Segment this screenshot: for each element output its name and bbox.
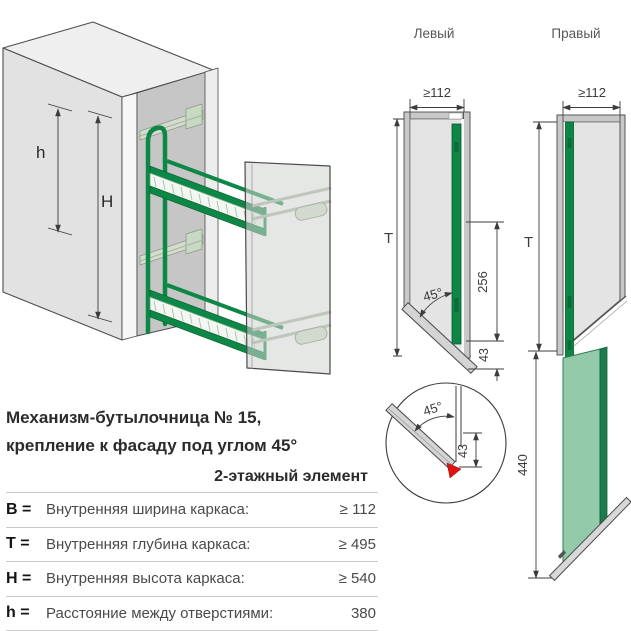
dim-H-label: H <box>101 192 113 211</box>
basket-tier-lower <box>149 283 284 361</box>
left-side-view: Левый ≥112 T 45° 256 43 <box>384 26 504 381</box>
dim-43-view-label: 43 <box>477 348 491 362</box>
facade-panel-base-rail <box>548 496 631 582</box>
product-title-line1: Механизм-бутылочница № 15, <box>6 408 262 427</box>
spec-value: ≥ 112 <box>339 501 376 519</box>
spec-desc: Расстояние между отверстиями: <box>46 604 274 622</box>
detail-carcass-line <box>455 386 462 462</box>
dim-440-label: 440 <box>515 454 530 476</box>
left-view-facade-45 <box>401 301 478 375</box>
spec-key: h = <box>6 604 30 622</box>
facade-panel-edge-band <box>599 346 608 528</box>
facade-panel-view: 440 <box>515 346 631 582</box>
detail-circle <box>385 382 507 504</box>
detail-43-label: 43 <box>456 444 470 458</box>
basket-frame <box>145 125 284 361</box>
wall-rail-lower <box>139 228 204 266</box>
left-view-rail <box>451 123 462 345</box>
product-subtitle: 2-этажный элемент <box>214 468 368 485</box>
spec-key: H = <box>6 569 32 587</box>
facade-panel-iso <box>244 161 331 375</box>
right-view-top-wall <box>556 114 626 123</box>
spec-key: B = <box>6 500 32 518</box>
right-width-dim-label: ≥112 <box>578 85 606 100</box>
spec-desc: Внутренняя глубина каркаса: <box>46 535 251 553</box>
detail-43-dim-lines <box>459 432 482 468</box>
cabinet-front-edge <box>121 92 138 341</box>
right-view-side-wall <box>619 114 626 302</box>
spec-row-t: T = Внутренняя глубина каркаса: ≥ 495 <box>6 528 378 562</box>
spec-value: 380 <box>350 604 376 622</box>
panel-440-dim-lines <box>528 351 552 579</box>
spec-table: B = Внутренняя ширина каркаса: ≥ 112 T =… <box>6 492 378 631</box>
left-view-256-43-dims <box>466 221 504 381</box>
dim-h-label: h <box>36 143 45 162</box>
right-side-view: Правый ≥112 T <box>524 26 628 363</box>
right-view-label: Правый <box>551 26 600 41</box>
right-view-rail <box>565 121 574 363</box>
left-view-side-wall <box>463 111 471 359</box>
left-view-rail-slot <box>461 119 464 356</box>
left-width-dim-label: ≥112 <box>423 85 451 100</box>
spec-value: ≥ 540 <box>338 570 376 588</box>
spec-value: ≥ 495 <box>338 535 376 553</box>
spec-row-b: B = Внутренняя ширина каркаса: ≥ 112 <box>6 493 378 528</box>
iso-cabinet-view: h H <box>2 21 332 375</box>
right-depth-dim-label: T <box>524 234 533 251</box>
detail-circle-view: 45° 43 <box>385 382 507 504</box>
spec-row-h-cap: H = Внутренняя высота каркаса: ≥ 540 <box>6 562 378 597</box>
info-block: Механизм-бутылочница № 15, крепление к ф… <box>6 404 378 631</box>
facade-panel-bracket <box>558 550 566 559</box>
basket-tier-upper <box>149 159 284 237</box>
iso-dimensions <box>47 103 113 323</box>
detail-red-marker <box>446 462 462 479</box>
spec-desc: Внутренняя высота каркаса: <box>46 570 245 588</box>
left-view-angle-label: 45° <box>421 285 444 305</box>
left-depth-dim-label: T <box>384 230 393 247</box>
product-title-line2: крепление к фасаду под углом 45° <box>6 436 298 455</box>
detail-angle-arc <box>414 412 455 432</box>
spec-key: T = <box>6 535 30 553</box>
spec-row-h-small: h = Расстояние между отверстиями: 380 <box>6 597 378 631</box>
right-view-front-wall <box>556 114 564 356</box>
left-view-label: Левый <box>414 26 455 41</box>
dim-256-label: 256 <box>475 271 490 293</box>
right-view-rail-slot <box>563 122 566 352</box>
left-view-back-wall <box>403 111 411 311</box>
detail-angle-label: 45° <box>421 398 444 418</box>
left-view-angle-arc <box>419 292 453 318</box>
spec-desc: Внутренняя ширина каркаса: <box>46 501 250 519</box>
